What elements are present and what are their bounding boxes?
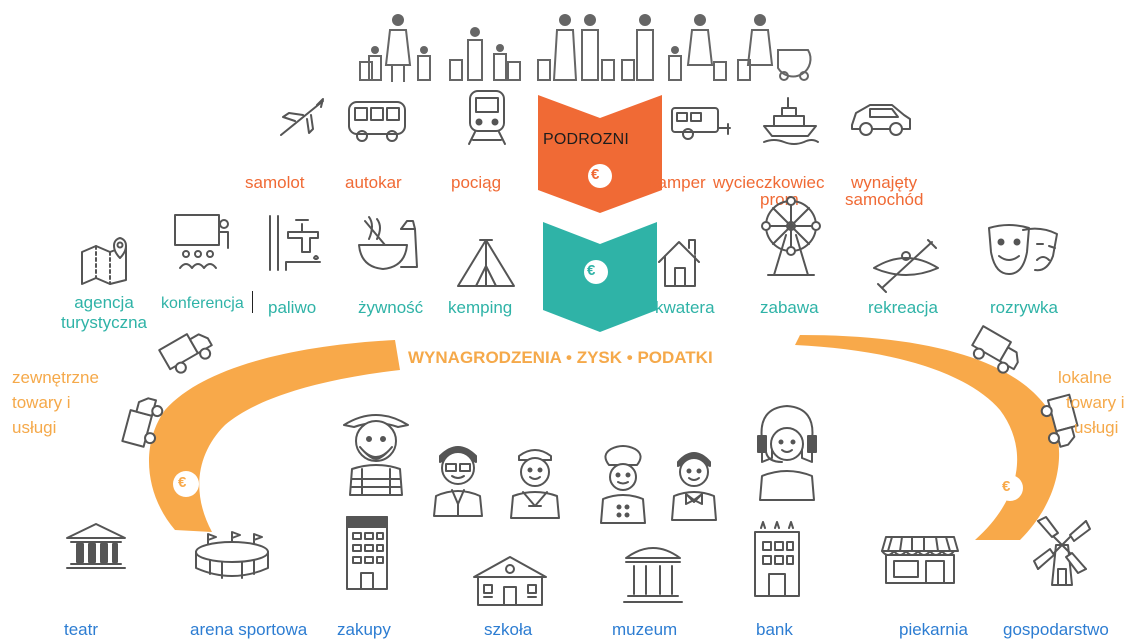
service-label-konferencja: konferencja: [161, 295, 244, 312]
bakery-shop-icon: [880, 533, 960, 587]
airplane-icon: [277, 95, 327, 140]
transport-label-samolot: samolot: [245, 173, 305, 192]
transport-label-wynajety: wynajęty: [851, 173, 918, 192]
euro-icon: €: [587, 262, 596, 279]
call-center-avatar-icon: [752, 402, 822, 502]
fuel-tap-icon: [266, 212, 324, 274]
ferris-wheel-icon: [760, 195, 822, 281]
house-icon: [655, 236, 705, 290]
local-goods-label-2: towary i: [1066, 393, 1125, 412]
windmill-icon: [1030, 515, 1094, 589]
euro-icon: €: [591, 166, 600, 183]
school-icon: [470, 553, 550, 609]
service-label-kemping: kemping: [448, 298, 513, 317]
service-label-rekreacja: rekreacja: [868, 298, 938, 317]
service-label-turystyczna: turystyczna: [61, 313, 147, 332]
truck-icon: [117, 390, 170, 454]
flow-label: WYNAGRODZENIA • ZYSK • PODATKI: [408, 348, 713, 367]
service-label-agencja: agencja: [74, 293, 134, 312]
kayak-icon: [870, 238, 944, 293]
food-bowl-icon: [355, 215, 421, 275]
waiter-avatar-icon: [666, 442, 722, 522]
place-label-muzeum: muzeum: [612, 620, 678, 639]
businessman-avatar-icon: [428, 438, 488, 518]
service-label-rozrywka: rozrywka: [990, 298, 1059, 317]
transport-label-wycieczkowiec: wycieczkowiec: [713, 173, 825, 192]
travellers-group-icon: [350, 10, 820, 90]
museum-icon: [620, 538, 686, 608]
transport-label-pociag: pociąg: [451, 173, 502, 192]
service-label-paliwo: paliwo: [268, 298, 317, 317]
farmer-avatar-icon: [338, 403, 414, 499]
local-goods-label-3: usługi: [1074, 418, 1119, 437]
local-goods-label-1: lokalne: [1058, 368, 1112, 387]
service-label-kwatera: kwatera: [655, 298, 715, 317]
stadium-icon: [192, 530, 272, 582]
cruise-ship-icon: [760, 92, 820, 145]
office-building-icon: [343, 513, 391, 593]
travellers-label: PODROZNI: [543, 131, 630, 148]
car-icon: [848, 97, 914, 139]
place-label-arena: arena sportowa: [190, 620, 308, 639]
place-label-piekarnia: piekarnia: [899, 620, 968, 639]
place-label-zakupy: zakupy: [337, 620, 391, 639]
train-icon: [465, 88, 509, 148]
sailor-avatar-icon: [505, 440, 565, 520]
map-pin-icon: [78, 236, 132, 286]
external-goods-label-1: zewnętrzne: [12, 368, 99, 387]
camper-icon: [668, 104, 733, 142]
euro-icon: €: [178, 474, 187, 491]
euro-icon: €: [1002, 478, 1011, 495]
transport-label-autokar: autokar: [345, 173, 402, 192]
place-label-gospodarstwo: gospodarstwo: [1003, 620, 1109, 639]
right-flow-arc: [795, 335, 1060, 540]
left-flow-arc: [148, 340, 400, 532]
bus-icon: [346, 98, 408, 143]
place-label-bank: bank: [756, 620, 793, 639]
truck-icon: [962, 321, 1030, 384]
tent-icon: [454, 236, 520, 290]
external-goods-label-3: usługi: [12, 418, 57, 437]
theater-masks-icon: [985, 222, 1061, 278]
truck-icon: [154, 321, 222, 384]
place-label-szkola: szkoła: [484, 620, 533, 639]
conference-icon: [172, 212, 234, 272]
theater-building-icon: [63, 520, 129, 572]
chef-avatar-icon: [595, 445, 651, 525]
service-label-zabawa: zabawa: [760, 298, 819, 317]
transport-label-kamper: kamper: [649, 173, 706, 192]
external-goods-label-2: towary i: [12, 393, 71, 412]
travellers-chevron: [538, 95, 662, 213]
transport-label-samochod: samochód: [845, 190, 924, 209]
service-label-zywnosc: żywność: [358, 298, 424, 317]
truck-icon: [1033, 390, 1086, 454]
text-cursor: [252, 291, 253, 313]
place-label-teatr: teatr: [64, 620, 99, 639]
bank-icon: [747, 520, 807, 600]
